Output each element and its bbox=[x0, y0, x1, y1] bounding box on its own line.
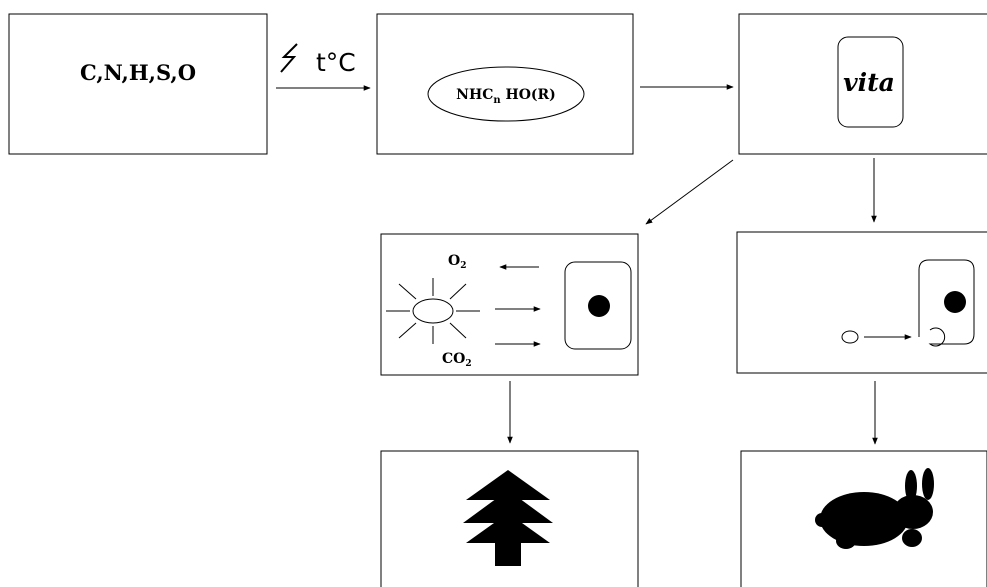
vita-label: vita bbox=[843, 68, 895, 97]
vita-box: vita bbox=[738, 13, 987, 155]
consumer-box bbox=[736, 231, 987, 374]
sun-icon bbox=[386, 278, 480, 344]
photosynthesis-box: O2 CO2 bbox=[380, 233, 639, 376]
organic-formula: NHCn HO(R) bbox=[456, 87, 556, 106]
animal-icon bbox=[815, 468, 934, 549]
plant-box bbox=[380, 450, 639, 587]
energy-arrow: t°C bbox=[276, 43, 371, 91]
co2-label: CO2 bbox=[442, 351, 472, 369]
lightning-icon bbox=[280, 43, 298, 73]
animal-box bbox=[740, 450, 987, 587]
arrow-to-autotroph bbox=[645, 159, 734, 225]
tree-icon bbox=[463, 470, 553, 566]
elements-label: C,N,H,S,O bbox=[80, 60, 196, 85]
cell-engulfing-icon bbox=[841, 259, 975, 347]
organic-box: NHCn HO(R) bbox=[376, 13, 634, 155]
molecule-ellipse bbox=[427, 66, 585, 122]
o2-label: O2 bbox=[448, 253, 466, 271]
elements-box: C,N,H,S,O bbox=[8, 13, 268, 155]
plant-cell-nucleus bbox=[588, 295, 610, 317]
temperature-label: t°C bbox=[316, 48, 356, 77]
cell-outline bbox=[837, 36, 904, 128]
